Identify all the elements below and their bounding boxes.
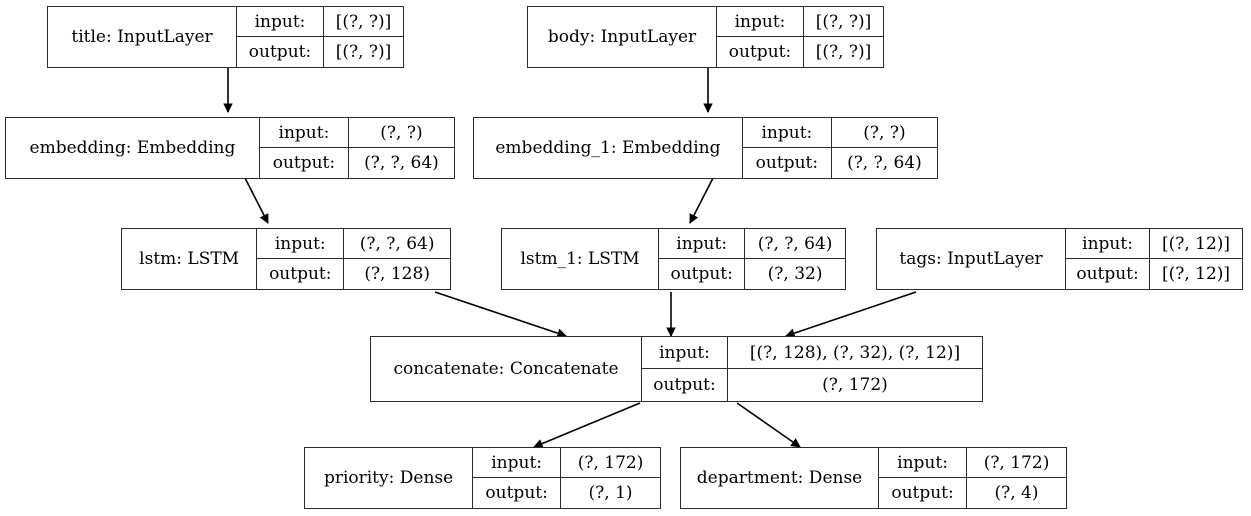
output-label: output: [653,375,716,395]
node-concatenate-input-row: input: [(?, 128), (?, 32), (?, 12)] [642,337,982,369]
node-tags-input-row: input: [(?, 12)] [1066,229,1242,259]
node-department-io: input: (?, 172) output: (?, 4) [878,448,1066,508]
input-label: input: [761,122,813,143]
node-embedding-1-output-value: (?, ?, 64) [830,148,937,178]
node-tags-label: tags: InputLayer [899,249,1043,269]
node-concatenate-output-row: output: (?, 172) [642,369,982,401]
node-lstm-label: lstm: LSTM [139,249,240,269]
node-department-output-value: (?, 4) [966,478,1066,508]
node-concatenate-input-value: [(?, 128), (?, 32), (?, 12)] [727,337,982,368]
output-label: output: [269,264,332,284]
node-embedding-input-value: (?, ?) [347,118,454,147]
input-label: input: [897,452,948,473]
node-body-output-row: output: [(?, ?)] [717,37,883,67]
input-label: input: [254,11,306,32]
node-department[interactable]: department: Dense input: (?, 172) output… [680,447,1067,509]
input-label: input: [491,452,543,473]
node-lstm[interactable]: lstm: LSTM input: (?, ?, 64) output: (?,… [121,228,451,290]
node-department-input-row: input: (?, 172) [879,448,1066,478]
node-lstm-output-value: (?, 128) [343,259,450,289]
edge-tags-to-concatenate [785,291,917,338]
output-label: output: [670,264,733,284]
node-lstm-input-value: (?, ?, 64) [343,229,450,258]
node-body-io: input: [(?, ?)] output: [(?, ?)] [716,7,883,67]
node-title-io: input: [(?, ?)] output: [(?, ?)] [236,7,403,67]
node-priority-io: input: (?, 172) output: (?, 1) [472,448,660,508]
edge-embedding-1-to-lstm-1 [689,177,714,224]
edge-embedding-to-lstm [244,177,269,224]
node-embedding-label: embedding: Embedding [29,138,236,158]
node-embedding[interactable]: embedding: Embedding input: (?, ?) outpu… [5,117,455,179]
node-lstm-1[interactable]: lstm_1: LSTM input: (?, ?, 64) output: (… [501,228,846,290]
output-label: output: [485,483,548,503]
node-title-input-value: [(?, ?)] [323,7,403,36]
node-embedding-1-io: input: (?, ?) output: (?, ?, 64) [741,118,937,178]
edge-concatenate-to-priority [533,402,641,449]
output-label: output: [891,483,954,503]
node-department-output-row: output: (?, 4) [879,478,1066,508]
edge-concatenate-to-department [736,402,801,448]
node-priority-input-value: (?, 172) [560,448,660,477]
node-title-label: title: InputLayer [71,27,213,47]
node-priority-output-row: output: (?, 1) [473,478,660,508]
node-priority-input-row: input: (?, 172) [473,448,660,478]
node-embedding-1[interactable]: embedding_1: Embedding input: (?, ?) out… [473,117,938,179]
node-priority[interactable]: priority: Dense input: (?, 172) output: … [304,447,661,509]
node-concatenate-io: input: [(?, 128), (?, 32), (?, 12)] outp… [641,337,982,401]
input-label: input: [659,342,710,363]
node-department-input-value: (?, 172) [966,448,1066,477]
input-label: input: [278,122,330,143]
node-title-input-row: input: [(?, ?)] [237,7,403,37]
output-label: output: [755,153,819,173]
node-embedding-1-output-row: output: (?, ?, 64) [743,148,937,178]
node-concatenate-output-value: (?, 172) [727,369,982,401]
node-body-label: body: InputLayer [547,27,697,47]
node-lstm-1-label: lstm_1: LSTM [520,249,640,269]
node-department-label: department: Dense [696,468,863,488]
input-label: input: [734,11,786,32]
edge-lstm-to-concatenate [434,291,567,338]
node-lstm-1-input-value: (?, ?, 64) [744,229,845,258]
node-concatenate[interactable]: concatenate: Concatenate input: [(?, 128… [370,336,983,402]
input-label: input: [1082,233,1133,254]
node-lstm-1-output-value: (?, 32) [744,259,845,289]
node-priority-label: priority: Dense [323,468,454,488]
node-tags-io: input: [(?, 12)] output: [(?, 12)] [1065,229,1242,289]
node-body-output-value: [(?, ?)] [803,37,883,67]
node-lstm-1-input-row: input: (?, ?, 64) [659,229,845,259]
node-lstm-1-io: input: (?, ?, 64) output: (?, 32) [658,229,845,289]
node-priority-output-value: (?, 1) [560,478,660,508]
input-label: input: [274,233,326,254]
node-lstm-io: input: (?, ?, 64) output: (?, 128) [256,229,450,289]
input-label: input: [676,233,728,254]
output-label: output: [272,153,336,173]
node-body[interactable]: body: InputLayer input: [(?, ?)] output:… [527,6,884,68]
node-embedding-io: input: (?, ?) output: (?, ?, 64) [258,118,454,178]
node-lstm-output-row: output: (?, 128) [257,259,450,289]
node-tags-input-value: [(?, 12)] [1149,229,1242,258]
output-label: output: [248,42,312,62]
node-lstm-1-output-row: output: (?, 32) [659,259,845,289]
node-embedding-1-label: embedding_1: Embedding [495,138,721,158]
node-concatenate-label: concatenate: Concatenate [393,359,619,379]
node-title[interactable]: title: InputLayer input: [(?, ?)] output… [47,6,404,68]
node-body-input-row: input: [(?, ?)] [717,7,883,37]
node-embedding-input-row: input: (?, ?) [259,118,454,148]
node-embedding-output-value: (?, ?, 64) [347,148,454,178]
node-body-input-value: [(?, ?)] [803,7,883,36]
output-label: output: [1076,264,1139,284]
node-lstm-input-row: input: (?, ?, 64) [257,229,450,259]
node-tags-output-value: [(?, 12)] [1149,259,1242,289]
output-label: output: [728,42,792,62]
node-embedding-1-input-value: (?, ?) [830,118,937,147]
node-title-output-value: [(?, ?)] [323,37,403,67]
node-title-output-row: output: [(?, ?)] [237,37,403,67]
node-embedding-output-row: output: (?, ?, 64) [260,148,454,178]
node-embedding-1-input-row: input: (?, ?) [742,118,937,148]
node-tags[interactable]: tags: InputLayer input: [(?, 12)] output… [876,228,1243,290]
node-tags-output-row: output: [(?, 12)] [1066,259,1242,289]
